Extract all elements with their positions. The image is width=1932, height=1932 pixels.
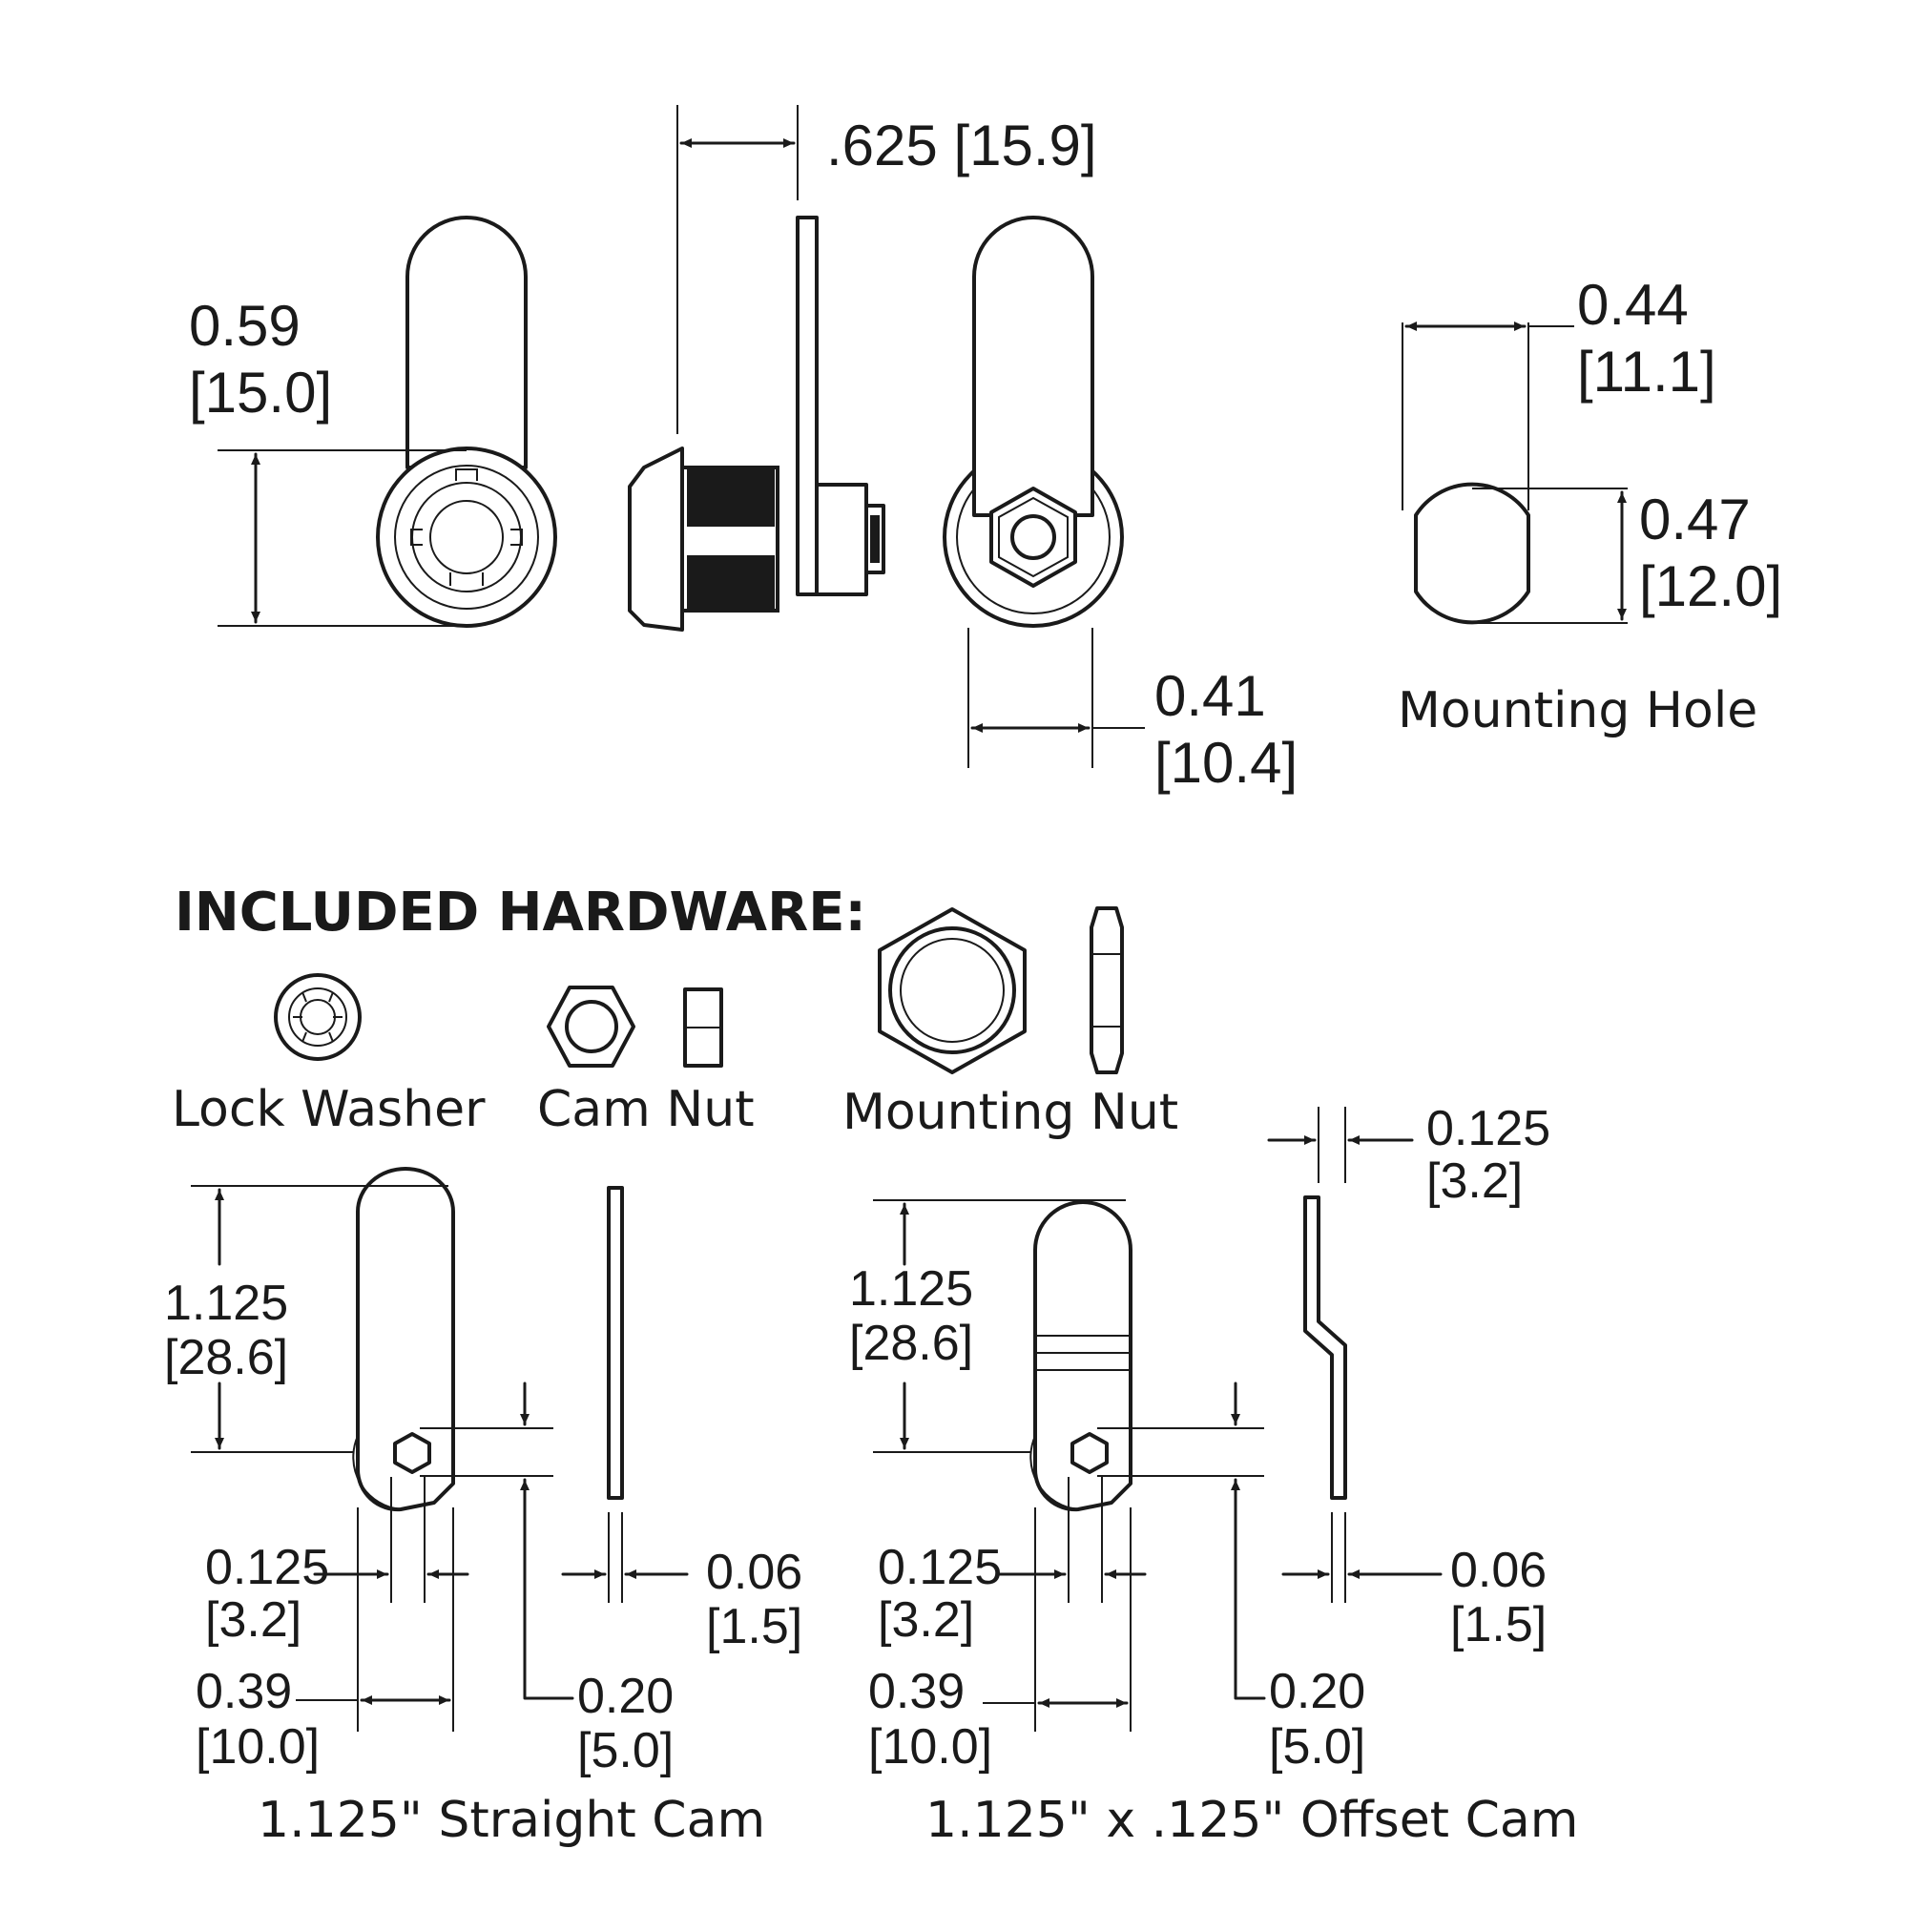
front-height-dimension: 0.59 [15.0]: [189, 294, 467, 627]
mounting-nut-icon: [878, 906, 1124, 1074]
dim-120: [12.0]: [1639, 554, 1782, 618]
back-cam-blade: [972, 216, 1094, 517]
cam-nut-icon: [547, 986, 723, 1068]
cam-nut-side: [815, 483, 868, 596]
dim-104: [10.4]: [1154, 731, 1298, 795]
dim-111: [11.1]: [1577, 340, 1716, 404]
offset-dim-100: [10.0]: [868, 1719, 992, 1775]
straight-dim-020: 0.20: [577, 1669, 674, 1724]
offset-cam-hole: [1070, 1432, 1109, 1474]
offset-dim-0125: 0.125: [878, 1540, 1002, 1595]
dim-041: 0.41: [1154, 664, 1266, 728]
lock-bezel: [376, 447, 557, 628]
straight-dim-286: [28.6]: [164, 1330, 288, 1385]
straight-cam-side: [607, 1186, 624, 1500]
side-view: .625 [15.9]: [628, 105, 1097, 632]
dim-150: [15.0]: [189, 361, 332, 425]
dim-047: 0.47: [1639, 488, 1751, 551]
mounting-hole: 0.44 [11.1] 0.47 [12.0] Mounting Hole: [1398, 273, 1782, 739]
hardware-heading: INCLUDED HARDWARE:: [175, 882, 866, 944]
offset-dim-32: [3.2]: [878, 1592, 974, 1648]
offset-dim-020: 0.20: [1269, 1664, 1365, 1719]
lock-washer-icon: [274, 973, 362, 1061]
cam-side: [796, 216, 819, 596]
cam-nut-label: Cam Nut: [537, 1081, 755, 1138]
offset-dim-1125: 1.125: [849, 1261, 973, 1317]
offset-dim-039: 0.39: [868, 1664, 965, 1719]
dim-044: 0.44: [1577, 273, 1689, 337]
straight-dim-50: [5.0]: [577, 1723, 674, 1778]
back-view: 0.41 [10.4]: [943, 216, 1298, 795]
mounting-hole-label: Mounting Hole: [1398, 682, 1757, 739]
straight-dim-006: 0.06: [706, 1545, 802, 1600]
mounting-nut-label: Mounting Nut: [842, 1084, 1178, 1141]
offset-cam-blade: [1032, 1200, 1132, 1512]
straight-cam-title: 1.125" Straight Cam: [258, 1792, 765, 1849]
offset-dim-32-top: [3.2]: [1426, 1153, 1523, 1209]
offset-cam-side: [1303, 1195, 1347, 1500]
cam-blade: [405, 216, 528, 469]
straight-dim-1125: 1.125: [164, 1276, 288, 1331]
straight-cam: 1.125 [28.6] 0.125 [3.2] 0.39 [10.0] 0.2…: [164, 1167, 802, 1849]
straight-dim-100: [10.0]: [196, 1719, 320, 1775]
front-view: [376, 216, 557, 628]
mounting-hole-shape: [1414, 482, 1530, 625]
offset-dim-50: [5.0]: [1269, 1719, 1365, 1775]
offset-dim-15: [1.5]: [1450, 1597, 1547, 1652]
straight-dim-0125: 0.125: [205, 1540, 329, 1595]
offset-dim-0125-top: 0.125: [1426, 1101, 1550, 1156]
dim-059: 0.59: [189, 294, 301, 358]
offset-dim-006: 0.06: [1450, 1543, 1547, 1598]
offset-dim-286: [28.6]: [849, 1316, 973, 1371]
straight-dim-32: [3.2]: [205, 1592, 301, 1648]
dim-0625: .625 [15.9]: [826, 114, 1097, 177]
lock-head: [628, 447, 684, 632]
offset-cam: 1.125 [28.6] 0.125 [3.2] 0.125 [3.2] 0.3…: [849, 1101, 1578, 1849]
straight-dim-039: 0.39: [196, 1664, 292, 1719]
included-hardware: INCLUDED HARDWARE: Lock Washer Cam Nut M…: [172, 882, 1178, 1141]
threads: [687, 469, 775, 609]
straight-cam-blade: [355, 1167, 455, 1512]
lock-washer-label: Lock Washer: [172, 1081, 486, 1138]
straight-dim-15: [1.5]: [706, 1599, 802, 1654]
straight-cam-hole: [393, 1432, 431, 1474]
offset-cam-title: 1.125" x .125" Offset Cam: [925, 1792, 1578, 1849]
